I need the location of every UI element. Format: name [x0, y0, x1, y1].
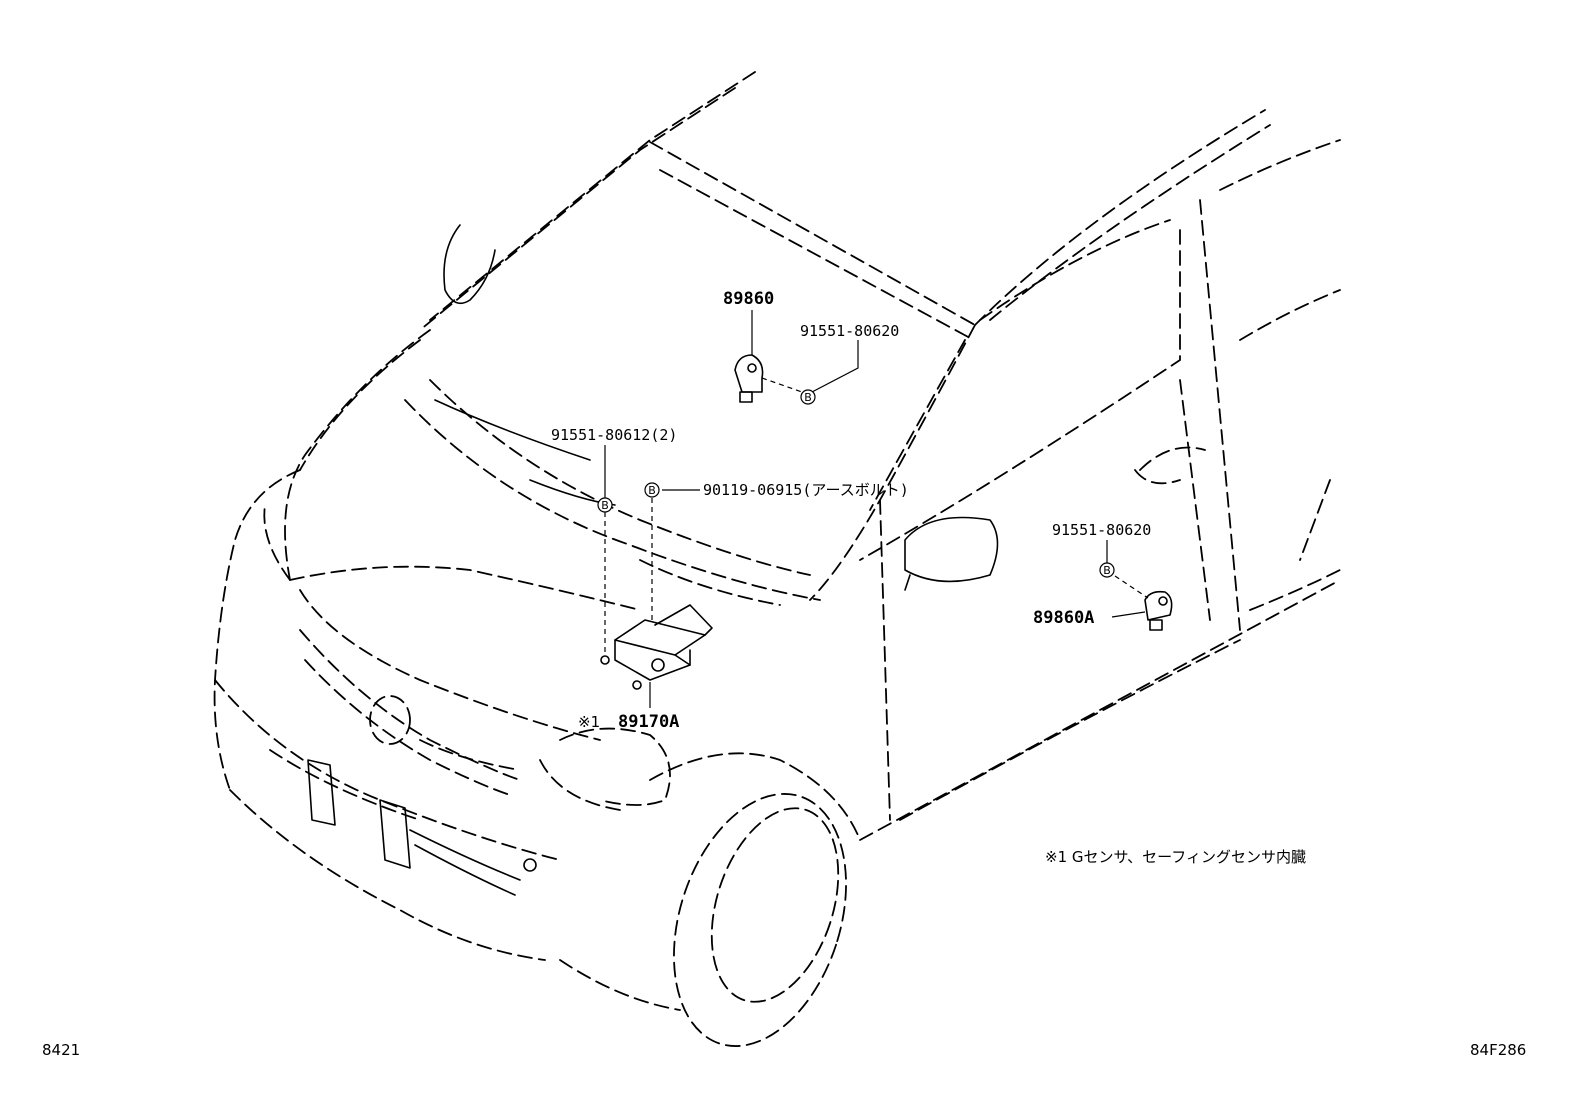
bolt-marker-side-sensor: B [1099, 562, 1115, 578]
side-sensor [1144, 590, 1173, 631]
bolt-symbol-label: B [648, 484, 656, 497]
bolt-symbol-label: B [804, 391, 812, 404]
leader-lines [604, 310, 1149, 708]
part-label-sensor-front: 89860 [723, 289, 774, 309]
part-label-bolt-ecu: 91551-80612(2) [551, 426, 677, 444]
bolt-marker-ecu: B [597, 497, 613, 513]
part-label-ground-bolt: 90119-06915(アースボルト) [703, 481, 909, 499]
bolt-marker-front-sensor: B [800, 389, 816, 405]
bolt-marker-ground: B [644, 482, 660, 498]
part-label-ecu: 89170A [618, 712, 679, 732]
bolt-symbol-label: B [1103, 564, 1111, 577]
part-label-bolt-front-sensor: 91551-80620 [800, 322, 899, 340]
page-code-left: 8421 [42, 1041, 81, 1059]
car-solid-details [307, 224, 999, 896]
ecu-footnote-mark: ※1 [578, 713, 600, 731]
footnote: ※1 Gセンサ、セーフィングセンサ内臓 [1045, 848, 1306, 866]
airbag-ecu [600, 604, 713, 690]
part-label-sensor-side: 89860A [1033, 608, 1094, 628]
figure-code-right: 84F286 [1470, 1041, 1527, 1059]
car-outline [213, 71, 1341, 1047]
front-sensor [734, 354, 764, 403]
part-label-bolt-side-sensor: 91551-80620 [1052, 521, 1151, 539]
bolt-symbol-label: B [601, 499, 609, 512]
